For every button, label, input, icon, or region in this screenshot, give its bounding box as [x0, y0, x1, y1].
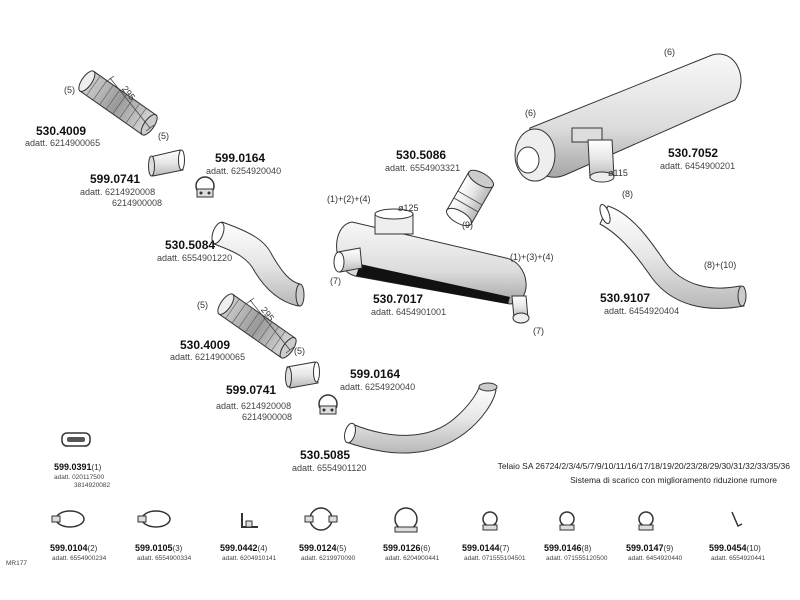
clamp-icon-0105 — [137, 510, 171, 528]
adatt-530-4009-top: adatt. 6214900065 — [25, 138, 101, 148]
clamp-adatt-0442: adatt. 6204910141 — [222, 555, 277, 562]
adatt-530-5086: adatt. 6554903321 — [385, 163, 461, 173]
part-530-5086: 530.5086 — [396, 148, 447, 162]
callout-8: (8) — [622, 189, 633, 199]
callout-7-left: (7) — [330, 276, 341, 286]
clamp-adatt-0104: adatt. 6554900234 — [52, 555, 107, 562]
adatt-599-0741-top: adatt. 6214920008 — [80, 187, 156, 197]
clamp-part-0442: 599.0442(4) — [220, 543, 268, 553]
clamp-part-0124: 599.0124(5) — [299, 543, 347, 553]
callout-9: (9) — [462, 220, 473, 230]
callout-5-flex-mid: (5) — [197, 300, 208, 310]
part-599-0741-mid: 599.0741 — [226, 383, 277, 397]
clamp-adatt-0105: adatt. 6554900334 — [137, 555, 192, 562]
clamp-part-0146: 599.0146(8) — [544, 543, 592, 553]
part-530-4009-mid: 530.4009 — [180, 338, 231, 352]
diameter-115: ø115 — [608, 168, 628, 178]
clamp-icon-0126 — [394, 507, 418, 533]
callout-7-right: (7) — [533, 326, 544, 336]
adatt-530-5084: adatt. 6554901220 — [157, 253, 233, 263]
clamp-part-0144: 599.0144(7) — [462, 543, 510, 553]
callout-5-sleeve-mid: (5) — [294, 346, 305, 356]
part-599-0164-mid: 599.0164 — [350, 367, 401, 381]
clamp-adatt-0146: adatt. 071555120500 — [546, 555, 608, 562]
callout-1-2-4: (1)+(2)+(4) — [327, 194, 371, 204]
sleeve-top — [148, 149, 185, 177]
part-530-7052: 530.7052 — [668, 146, 719, 160]
adatt-599-0164-top: adatt. 6254920040 — [206, 166, 282, 176]
flex-pipe-top — [78, 70, 158, 136]
clamp-part-0105: 599.0105(3) — [135, 543, 183, 553]
clamp-icon-0442 — [241, 513, 258, 528]
clamp-adatt-0147: adatt. 6454920440 — [628, 555, 683, 562]
gasket-0391 — [61, 432, 91, 447]
clamp-part-0126: 599.0126(6) — [383, 543, 431, 553]
callout-6-top: (6) — [664, 47, 675, 57]
clamp-mid — [318, 394, 338, 415]
bent-pipe-5085 — [344, 382, 498, 454]
adatt-599-0391: adatt. 020117500 — [54, 474, 105, 481]
clamp-icon-0124 — [304, 507, 338, 531]
callout-5-flex-top: (5) — [64, 85, 75, 95]
chassis-info: Telaio SA 26724/2/3/4/5/7/9/10/11/16/17/… — [497, 461, 790, 471]
adatt-599-0741-mid: adatt. 6214920008 — [216, 401, 292, 411]
clamp-part-0147: 599.0147(9) — [626, 543, 674, 553]
adatt2-599-0741-top: 6214900008 — [112, 198, 163, 208]
adatt-530-7017: adatt. 6454901001 — [371, 307, 447, 317]
clamp-part-0454: 599.0454(10) — [709, 543, 761, 553]
callout-8-10: (8)+(10) — [704, 260, 737, 270]
flex-pipe-mid — [217, 293, 297, 359]
clamp-top — [195, 176, 215, 198]
clamp-adatt-0454: adatt. 6554920441 — [711, 555, 766, 562]
bent-pipe-5084 — [211, 221, 305, 307]
adatt-530-9107: adatt. 6454920404 — [604, 306, 680, 316]
part-530-5084: 530.5084 — [165, 238, 216, 252]
adatt-530-7052: adatt. 6454900201 — [660, 161, 736, 171]
adatt-530-5085: adatt. 6554901120 — [292, 463, 367, 473]
part-530-5085: 530.5085 — [300, 448, 351, 462]
clamp-icon-0144 — [482, 511, 498, 531]
adatt-599-0164-mid: adatt. 6254920040 — [340, 382, 416, 392]
part-599-0741-top: 599.0741 — [90, 172, 141, 186]
system-info: Sistema di scarico con miglioramento rid… — [570, 475, 777, 485]
callout-6-left: (6) — [525, 108, 536, 118]
clamp-adatt-0124: adatt. 6219970090 — [301, 555, 356, 562]
part-530-7017: 530.7017 — [373, 292, 424, 306]
adatt2-599-0391: 3814920082 — [74, 482, 111, 489]
part-530-9107: 530.9107 — [600, 291, 651, 305]
short-pipe-5086 — [446, 169, 494, 227]
sleeve-mid — [285, 361, 320, 389]
clamp-icon-0104 — [51, 510, 85, 528]
tail-pipe-9107 — [599, 204, 747, 309]
footer-code: MR177 — [6, 560, 27, 567]
callout-5-sleeve-top: (5) — [158, 131, 169, 141]
clamp-part-0104: 599.0104(2) — [50, 543, 98, 553]
part-599-0391: 599.0391(1) — [54, 462, 102, 472]
part-530-4009-top: 530.4009 — [36, 124, 87, 138]
diameter-125: ø125 — [398, 203, 419, 213]
clamp-icon-0146 — [559, 511, 575, 531]
clamp-adatt-0144: adatt. 071555104501 — [464, 555, 526, 562]
muffler-7052 — [514, 53, 742, 183]
muffler-7017 — [333, 208, 530, 324]
clamp-icon-0454 — [731, 511, 743, 528]
adatt2-599-0741-mid: 6214900008 — [242, 412, 293, 422]
clamp-icon-0147 — [638, 511, 654, 531]
part-599-0164-top: 599.0164 — [215, 151, 266, 165]
callout-1-3-4: (1)+(3)+(4) — [510, 252, 554, 262]
clamp-adatt-0126: adatt. 6204900441 — [385, 555, 440, 562]
adatt-530-4009-mid: adatt. 6214900065 — [170, 352, 246, 362]
